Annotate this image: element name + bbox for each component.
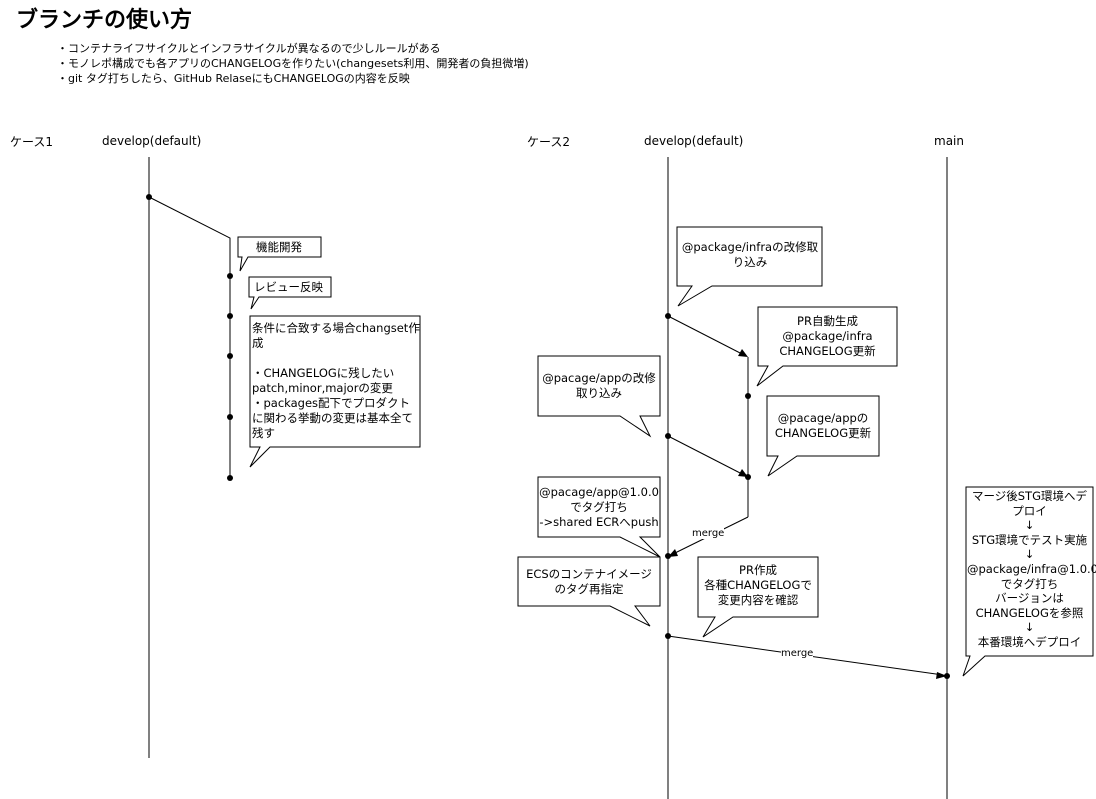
case2-deploy-callout	[962, 486, 1094, 677]
case2-arrowhead	[738, 349, 748, 357]
note-line: でタグ打ち	[570, 500, 628, 514]
note-line: @package/infra	[782, 329, 873, 343]
note-line: @pacage/appの改修	[542, 371, 656, 385]
case1-commit-dot	[227, 353, 233, 359]
note-line: @pacage/app@1.0.0	[539, 485, 659, 499]
case2-main-merge-dot	[944, 673, 950, 679]
case1-commit-dot	[227, 414, 233, 420]
note-line: 各種CHANGELOGで	[704, 578, 812, 592]
note-line: レビュー反映	[254, 280, 323, 294]
case1-commit-dot	[227, 313, 233, 319]
case2-merge-label: merge	[781, 648, 814, 659]
case2-commit-dot	[665, 553, 671, 559]
bullet-item: ・git タグ打ちしたら、GitHub RelaseにもCHANGELOGの内容…	[57, 72, 410, 85]
note-line: ・CHANGELOGに残したい	[252, 366, 395, 380]
case1-changeset-callout	[249, 315, 421, 468]
case2-commit-dot	[665, 313, 671, 319]
case2-app-branch-line	[667, 435, 745, 476]
bullet-item: ・モノレポ構成でも各アプリのCHANGELOGを作りたい(changesets利…	[57, 57, 529, 70]
case1-label: ケース1	[10, 135, 54, 149]
case2-pr-create-callout	[697, 556, 819, 638]
case2-infra-pull-callout	[676, 226, 823, 307]
note-line: バージョンは	[995, 591, 1064, 606]
note-line	[252, 351, 420, 366]
bullet-item: ・コンテナライフサイクルとインフラサイクルが異なるので少しルールがある	[57, 42, 441, 55]
note-line: マージ後STG環境へデ	[971, 489, 1087, 503]
case2-commit-dot	[665, 633, 671, 639]
case2-merge-label: merge	[692, 528, 725, 539]
case2-label: ケース2	[527, 135, 571, 149]
note-line: @package/infraの改修取	[681, 240, 819, 254]
note-line: 変更内容を確認	[717, 593, 799, 607]
case2-pr-auto-callout	[756, 306, 898, 387]
page-title: ブランチの使い方	[16, 8, 193, 33]
case1-commit-dot	[227, 273, 233, 279]
note-line: のタグ再指定	[554, 582, 624, 596]
case2-commit-dot	[745, 474, 751, 480]
note-line: 条件に合致する場合changset作	[252, 321, 420, 335]
note-line: ↓	[1024, 620, 1035, 635]
case1-branch-point	[146, 194, 152, 200]
note-line: でタグ打ち	[1000, 576, 1059, 591]
note-line: PR自動生成	[797, 314, 858, 328]
note-line: @package/infra@1.0.0	[967, 561, 1096, 576]
note-line: に関わる挙動の変更は基本全て	[252, 411, 413, 425]
note-line: @pacage/appの	[777, 411, 869, 425]
case2-commit-dot	[665, 433, 671, 439]
case2-deploy-note: マージ後STG環境へデプロイ↓STG環境でテスト実施↓@package/infr…	[967, 489, 1096, 650]
case2-infra-pull-note: @package/infraの改修取り込み	[679, 240, 821, 270]
case2-commit-dot	[745, 393, 751, 399]
case2-arrowhead	[738, 469, 748, 477]
case2-develop-branch-label: develop(default)	[644, 134, 744, 148]
note-line: patch,minor,majorの変更	[252, 381, 393, 395]
case2-ecs-tag-callout	[517, 556, 661, 627]
note-line: ・packages配下でプロダクト	[252, 396, 411, 410]
case1-review-note: レビュー反映	[254, 280, 323, 295]
note-line: 成	[252, 336, 264, 350]
case1-develop-branch-label: develop(default)	[102, 134, 202, 148]
note-line: CHANGELOGを参照	[975, 605, 1084, 620]
case2-app-changelog-callout	[766, 395, 880, 477]
note-line: り込み	[732, 255, 768, 269]
note-line: ECSのコンテナイメージ	[526, 567, 652, 581]
note-line: ->shared ECRへpush	[539, 515, 659, 529]
note-line: ↓	[1024, 518, 1035, 533]
case1-feature-branch-line	[148, 196, 231, 478]
case2-main-branch-label: main	[934, 134, 964, 148]
case2-infra-branch-line	[667, 315, 745, 356]
case2-pr-create-note: PR作成各種CHANGELOGで変更内容を確認	[699, 563, 817, 608]
note-line: プロイ	[1012, 503, 1047, 518]
note-line: CHANGELOG更新	[779, 344, 876, 358]
case1-review-callout	[248, 276, 332, 310]
case2-app-pull-note: @pacage/appの改修取り込み	[539, 371, 659, 401]
note-line: 本番環境へデプロイ	[977, 634, 1082, 649]
bullet-list: ・コンテナライフサイクルとインフラサイクルが異なるので少しルールがある ・モノレ…	[57, 41, 529, 86]
note-line: CHANGELOG更新	[774, 426, 872, 440]
note-line: PR作成	[739, 563, 777, 577]
note-line: ↓	[1024, 547, 1035, 562]
case1-feature-callout	[237, 236, 322, 272]
note-line: STG環境でテスト実施	[971, 532, 1088, 547]
case2-app-tag-callout	[537, 476, 661, 558]
note-line: 取り込み	[576, 386, 622, 400]
case2-arrowhead	[936, 672, 947, 679]
case1-feature-note: 機能開発	[256, 240, 302, 255]
note-line: 機能開発	[256, 240, 302, 254]
case1-commit-dot	[227, 475, 233, 481]
case2-ecs-tag-note: ECSのコンテナイメージのタグ再指定	[519, 567, 659, 597]
case2-app-pull-callout	[537, 355, 661, 438]
note-line: 残す	[252, 426, 275, 440]
